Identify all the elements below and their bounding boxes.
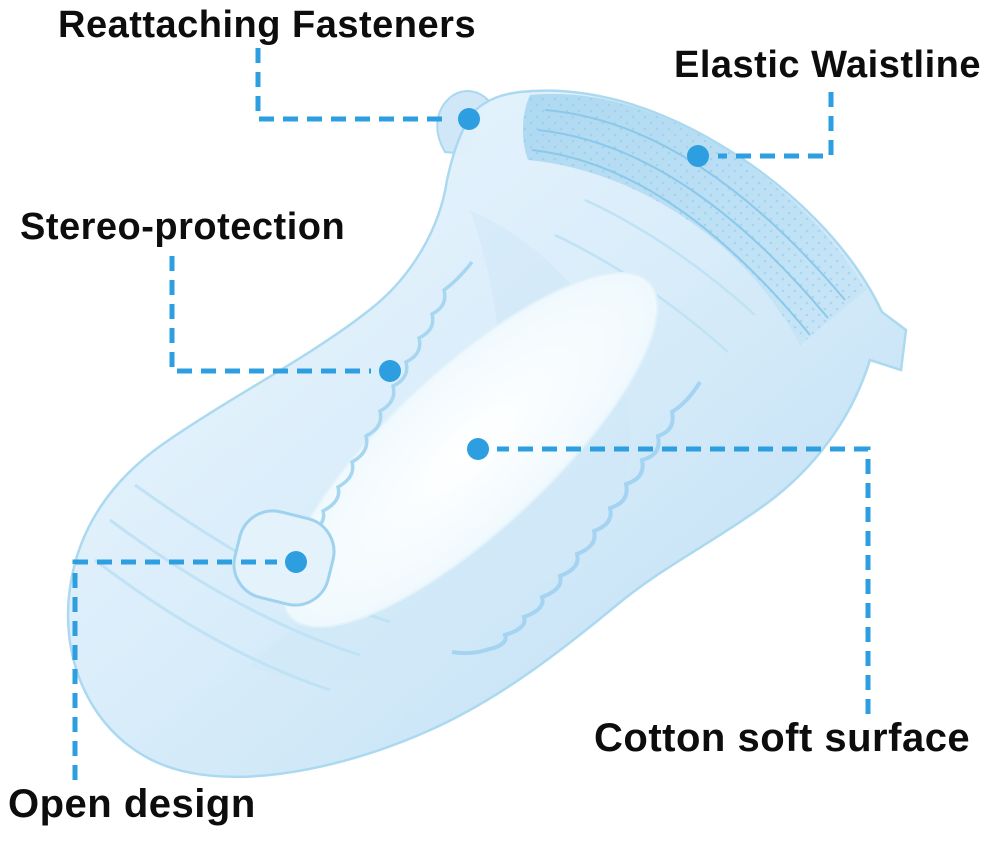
open-design-pocket [232, 509, 336, 607]
leader-line-reattaching-fasteners [255, 48, 450, 122]
leader-line-open-design [72, 559, 277, 780]
label-reattaching-fasteners: Reattaching Fasteners [58, 4, 477, 46]
anchor-dot-cotton-soft-surface [467, 438, 489, 460]
label-elastic-waistline: Elastic Waistline [674, 44, 981, 86]
anchor-dot-stereo-protection [379, 360, 401, 382]
leader-line-elastic-waistline [718, 92, 834, 159]
front-panel-streak-2 [109, 518, 361, 657]
label-open-design: Open design [8, 782, 256, 826]
leader-line-cotton-soft-surface [497, 446, 871, 714]
waistband-stripe-3 [531, 149, 811, 336]
leader-line-stereo-protection [169, 256, 371, 374]
back-panel-streak-1 [584, 198, 756, 316]
waistband-stripe-2 [537, 129, 829, 319]
label-stereo-protection: Stereo-protection [20, 206, 346, 248]
anchor-dot-elastic-waistline [687, 145, 709, 167]
label-cotton-soft-surface: Cotton soft surface [594, 716, 971, 760]
diaper-illustration [66, 89, 908, 779]
anchor-dot-reattaching-fasteners [458, 108, 480, 130]
anchor-dot-open-design [285, 551, 307, 573]
ruffle-left [292, 260, 474, 558]
ruffle-right [451, 380, 702, 656]
front-panel-streak-1 [94, 558, 331, 692]
